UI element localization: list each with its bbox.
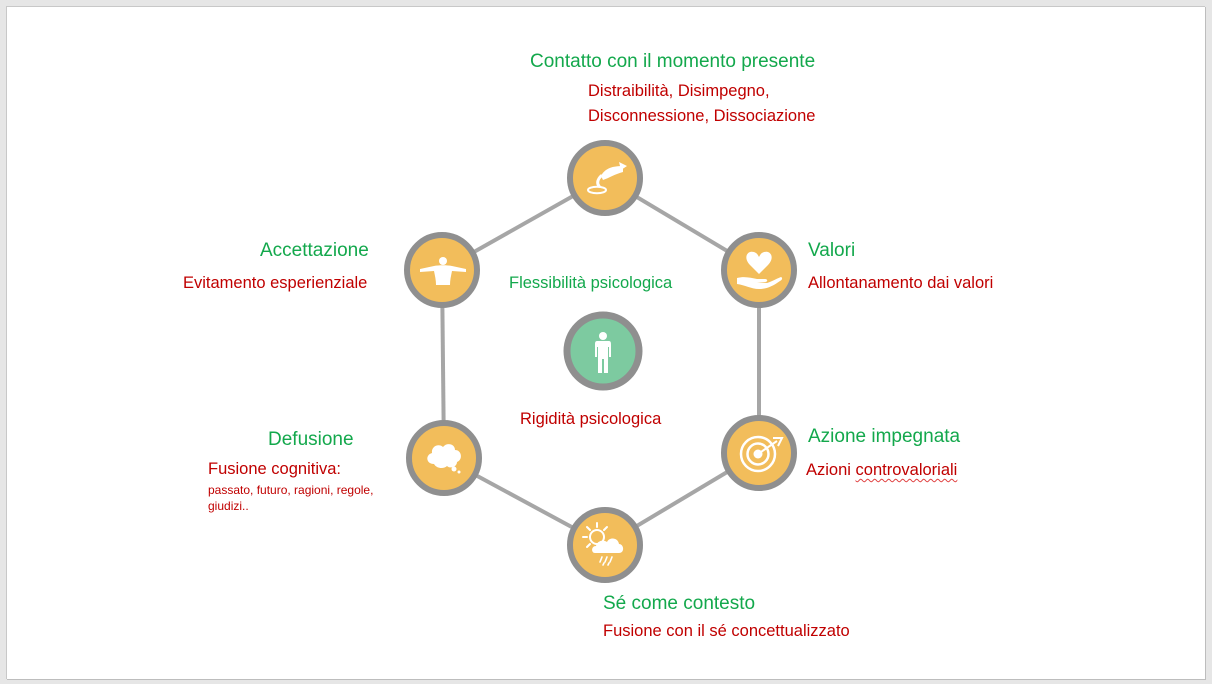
thought-bubble-icon xyxy=(427,444,461,474)
acceptance-problem: Evitamento esperienziale xyxy=(183,274,368,292)
center-node xyxy=(563,311,643,391)
committed-action-title: Azione impegnata xyxy=(808,426,961,447)
spellcheck-flagged-word[interactable]: controvaloriali xyxy=(855,461,958,479)
defusion-problem-detail-line-2: giudizi.. xyxy=(208,499,249,513)
present-moment-problem-line-1: Distraibilità, Disimpegno, xyxy=(588,82,770,100)
defusion-problem: Fusione cognitiva: xyxy=(208,460,341,478)
heart-in-hand-icon xyxy=(737,251,783,289)
sun-cloud-rain-icon xyxy=(582,522,624,566)
node-present-moment xyxy=(567,140,643,216)
open-arms-icon xyxy=(420,257,466,285)
center-rigidity-label: Rigidità psicologica xyxy=(520,410,662,428)
node-defusion xyxy=(406,420,482,496)
defusion-title: Defusione xyxy=(268,429,354,450)
defusion-problem-detail-line-1: passato, futuro, ragioni, regole, xyxy=(208,483,374,497)
node-acceptance xyxy=(404,232,480,308)
present-moment-problem-line-2: Disconnessione, Dissociazione xyxy=(588,107,816,125)
center-flexibility-label: Flessibilità psicologica xyxy=(509,274,673,292)
node-self-as-context xyxy=(567,507,643,583)
self-as-context-title: Sé come contesto xyxy=(603,593,756,614)
acceptance-title: Accettazione xyxy=(260,240,369,261)
committed-action-problem-prefix: Azioni xyxy=(806,461,856,479)
node-committed-action xyxy=(721,415,797,491)
values-title: Valori xyxy=(808,240,856,261)
target-arrow-icon xyxy=(739,435,784,473)
committed-action-problem: Azioni controvaloriali xyxy=(806,461,957,480)
present-moment-title: Contatto con il momento presente xyxy=(530,51,816,72)
self-as-context-problem: Fusione con il sé concettualizzato xyxy=(603,622,850,640)
values-problem: Allontanamento dai valori xyxy=(808,274,994,292)
person-icon xyxy=(595,332,611,373)
hand-releasing-icon xyxy=(587,162,627,195)
node-values xyxy=(721,232,797,308)
